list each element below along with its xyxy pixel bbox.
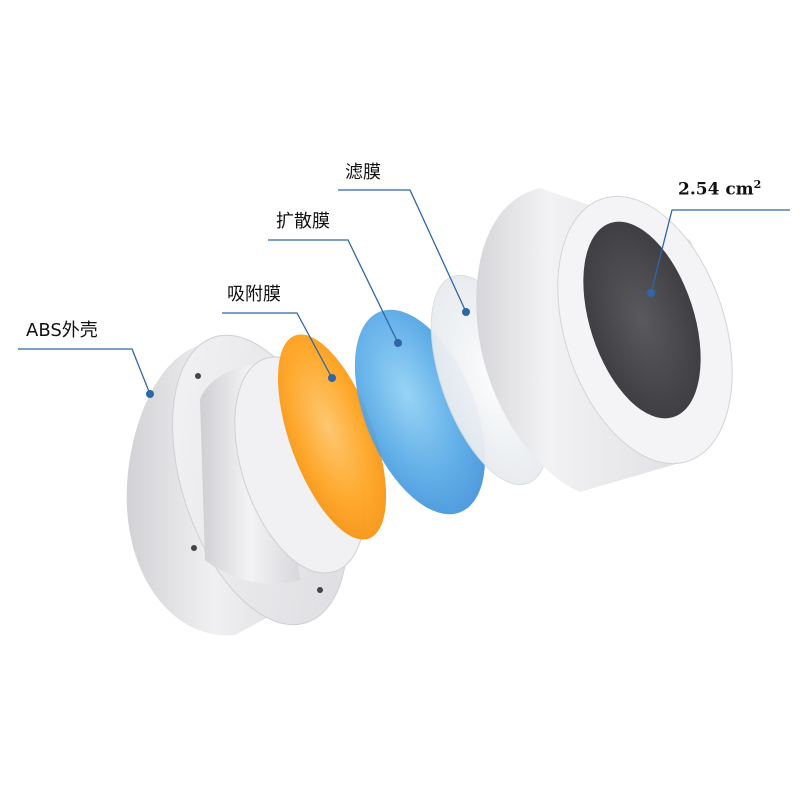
membrane-window: [583, 221, 701, 419]
label-membrane-area: 2.54 cm2: [678, 178, 761, 200]
label-abs-shell: ABS外壳: [26, 320, 98, 341]
area-exponent: 2: [753, 178, 762, 191]
label-adsorption-film: 吸附膜: [227, 284, 281, 305]
leader-line-area: [650, 209, 790, 294]
leader-line-abs-shell: [18, 348, 151, 395]
label-diffusion-film: 扩散膜: [276, 211, 330, 232]
top-cap-ring: [476, 188, 733, 492]
adsorption-film-disc: [277, 334, 387, 540]
leader-line-filter: [338, 189, 467, 313]
screw-hole-icon: [191, 545, 197, 551]
screw-hole-icon: [195, 373, 201, 379]
screw-hole-icon: [317, 587, 323, 593]
area-value: 2.54 cm: [678, 179, 754, 200]
leader-line-diffusion: [268, 239, 399, 344]
leader-lines: [18, 189, 790, 395]
leader-line-adsorption: [222, 312, 333, 379]
label-filter-film: 滤膜: [345, 162, 381, 183]
leader-dots: [146, 289, 655, 398]
